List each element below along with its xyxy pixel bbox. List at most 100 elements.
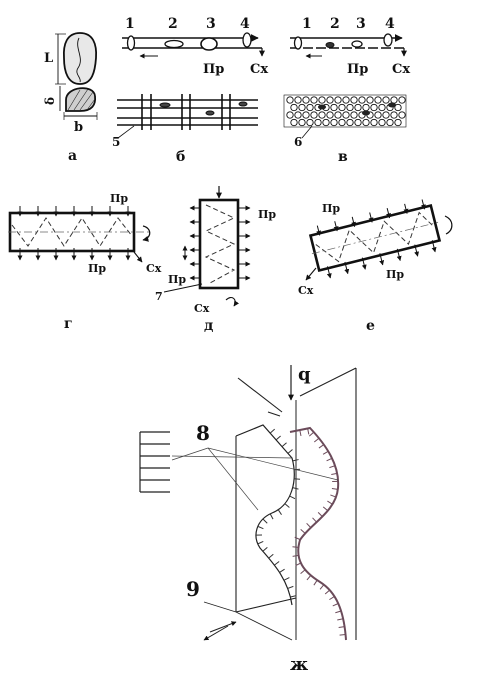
bristle	[269, 554, 274, 558]
panel-a: L δ b а	[43, 33, 97, 164]
bristle	[288, 586, 294, 588]
grain-in-hole	[388, 103, 396, 108]
sieve-hole	[299, 104, 305, 110]
bristle	[274, 561, 279, 565]
bristle	[258, 541, 263, 543]
panel-v: 1 2 3 4 Пр Сх 6 в	[284, 16, 410, 165]
caption-b: б	[176, 149, 185, 165]
sieve-hole	[343, 112, 349, 118]
bristle	[290, 596, 296, 597]
panel-d: Пр Пр 7 Сх д	[155, 186, 276, 334]
sieve-hole	[355, 104, 361, 110]
sieve-hole	[319, 112, 325, 118]
sieve-hole	[375, 97, 381, 103]
dim-b-label: b	[74, 120, 83, 135]
sieve-hole	[347, 104, 353, 110]
grain-b-1	[128, 36, 135, 50]
sieve-hole	[319, 97, 325, 103]
caption-e: е	[366, 318, 375, 334]
bristle	[330, 495, 336, 497]
caption-zh: ж	[290, 654, 308, 675]
bristle	[323, 507, 328, 511]
sieve-hole	[331, 119, 337, 125]
sieve-hole	[291, 119, 297, 125]
sieve-hole	[311, 97, 317, 103]
pos-label-b-3: 3	[206, 16, 216, 32]
panel-zh: q 8 9	[140, 364, 356, 675]
bristle	[301, 529, 305, 533]
sieve-hole	[303, 97, 309, 103]
sieve-hole	[379, 104, 385, 110]
bristle	[293, 555, 299, 556]
bristle	[258, 526, 264, 528]
bristle	[337, 619, 343, 620]
bristle	[333, 604, 338, 606]
caption-g: г	[64, 316, 73, 332]
sieve-hole	[399, 112, 405, 118]
part-9-label: 9	[186, 577, 200, 601]
sieve-hole	[335, 97, 341, 103]
drum-d	[200, 200, 238, 288]
sieve-hole	[291, 104, 297, 110]
bristle	[309, 432, 313, 436]
pos-label-b-4: 4	[240, 16, 250, 32]
label-b-reject: Сх	[250, 62, 268, 77]
sieve-hole	[315, 119, 321, 125]
sieve-hole	[307, 104, 313, 110]
sieve-hole	[331, 104, 337, 110]
bristle	[325, 590, 330, 594]
label-e-pass-top: Пр	[322, 202, 340, 215]
sieve-hole	[327, 97, 333, 103]
sieve-hole	[379, 119, 385, 125]
bristle	[300, 430, 301, 436]
sieve-hole	[307, 119, 313, 125]
bristle	[327, 458, 332, 461]
grain-v-4	[384, 34, 392, 46]
bristle	[308, 428, 309, 434]
sieve-hole	[387, 119, 393, 125]
dim-delta-label: δ	[43, 97, 57, 105]
bristle	[285, 504, 290, 508]
comb-8	[140, 432, 170, 492]
bristle	[323, 451, 328, 454]
sieve-hole	[391, 97, 397, 103]
pos-label-b-2: 2	[168, 16, 178, 32]
caption-v: в	[338, 149, 348, 165]
bristle	[263, 547, 268, 551]
grain-v-1	[295, 37, 302, 49]
pos-label-v-2: 2	[330, 16, 340, 32]
bristle	[280, 569, 285, 572]
sieve-hole	[391, 112, 397, 118]
grain-v-3	[352, 41, 362, 47]
label-d-pass-left: Пр	[168, 273, 186, 286]
dim-L-label: L	[44, 51, 53, 66]
panel-b: 1 2 3 4 Пр Сх 5 б	[112, 16, 268, 165]
caption-a: а	[68, 148, 77, 164]
sieve-hole	[335, 112, 341, 118]
bristle	[292, 547, 298, 548]
label-e-pass-bottom: Пр	[386, 268, 404, 281]
sieve-hole	[311, 112, 317, 118]
sieve-hole	[383, 112, 389, 118]
part-7-label: 7	[155, 290, 163, 303]
pos-label-b-1: 1	[125, 16, 135, 32]
sieve-hole	[343, 97, 349, 103]
sieve-hole	[351, 112, 357, 118]
bristle	[282, 443, 287, 447]
sieve-hole	[367, 97, 373, 103]
sieve-hole	[287, 112, 293, 118]
bristle	[320, 585, 324, 590]
sieve-hole	[363, 104, 369, 110]
slotted-plate	[117, 94, 258, 130]
label-feed-q: q	[298, 364, 311, 385]
sieve-hole	[383, 97, 389, 103]
sieve-hole	[295, 97, 301, 103]
grain-in-hole	[318, 105, 326, 110]
grain-in-hole	[362, 111, 370, 116]
bristle	[335, 611, 341, 613]
bristle	[319, 445, 324, 448]
sieve-hole	[395, 119, 401, 125]
part-6-label: 6	[294, 135, 302, 149]
